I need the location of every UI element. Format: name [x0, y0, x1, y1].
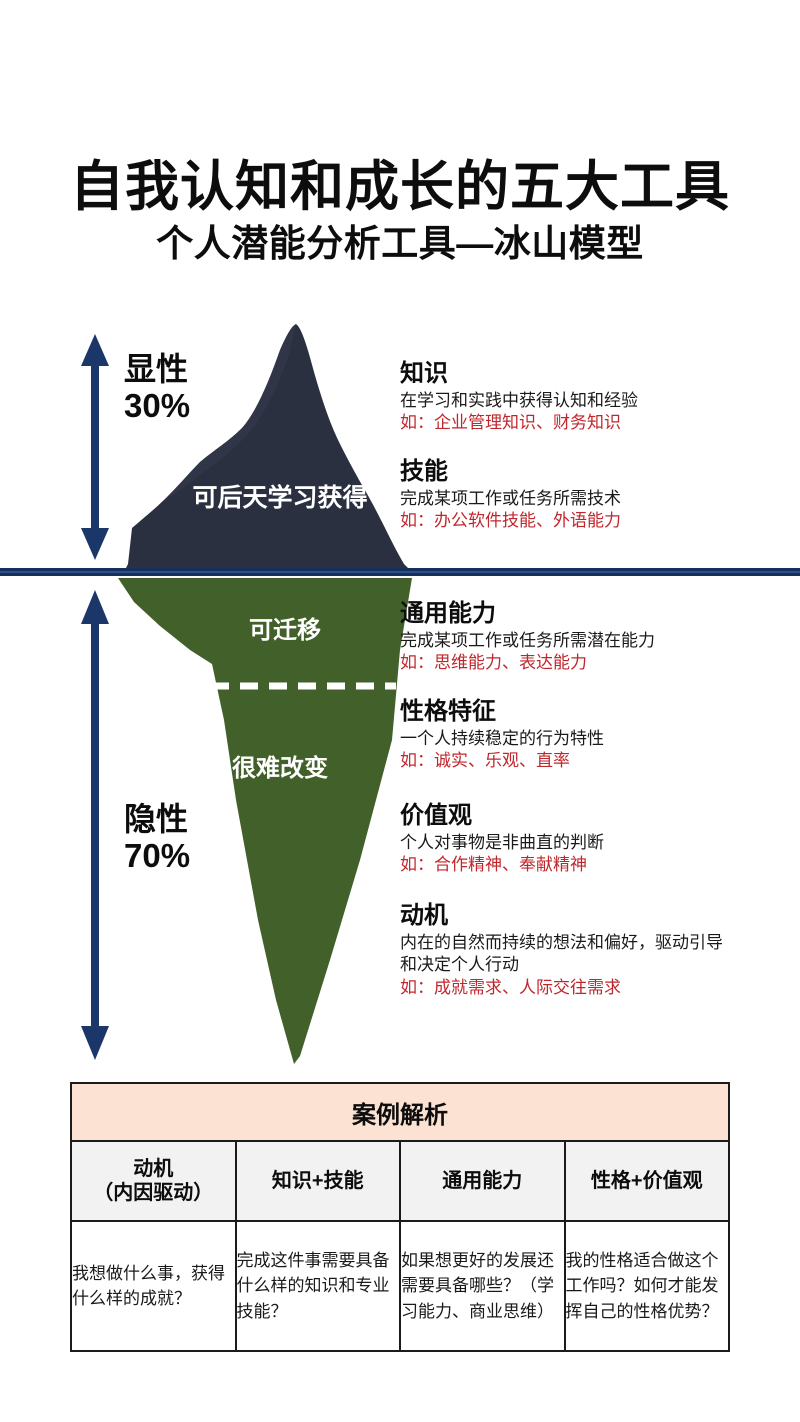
description-title: 价值观: [400, 802, 472, 829]
waterline-highlight: [0, 571, 800, 573]
column-header-line: 通用能力: [442, 1169, 523, 1192]
description-example: 如：办公软件技能、外语能力: [400, 511, 621, 531]
case-cell-character-values: 我的性格适合做这个工作吗？如何才能发挥自己的性格优势？: [563, 1220, 730, 1352]
column-header-knowledge-skill: 知识+技能: [234, 1140, 401, 1222]
explicit-percent-value: 30%: [124, 386, 191, 424]
implicit-range-arrow: [81, 590, 109, 1060]
description-title: 动机: [400, 902, 448, 929]
case-cell-motive: 我想做什么事，获得什么样的成就？: [70, 1220, 237, 1352]
description-motive: 动机 内在的自然而持续的想法和偏好，驱动引导和决定个人行动 如：成就需求、人际交…: [400, 902, 730, 999]
description-general-ability: 通用能力 完成某项工作或任务所需潜在能力 如：思维能力、表达能力: [400, 600, 730, 675]
description-title: 通用能力: [400, 600, 496, 627]
description-body: 个人对事物是非曲直的判断: [400, 833, 604, 853]
description-example: 如：诚实、乐观、直率: [400, 751, 570, 771]
implicit-percentage-label: 隐性 70%: [124, 801, 191, 875]
page-title: 自我认知和成长的五大工具: [70, 157, 730, 217]
description-skill: 技能 完成某项工作或任务所需技术 如：办公软件技能、外语能力: [400, 458, 730, 533]
explicit-percentage-label: 显性 30%: [124, 351, 191, 425]
transferable-caption: 可迁移: [249, 617, 321, 644]
page-subtitle: 个人潜能分析工具—冰山模型: [156, 223, 644, 265]
iceberg-below-water-shape: [118, 578, 412, 1064]
case-cell-knowledge-skill: 完成这件事需要具备什么样的知识和专业技能？: [234, 1220, 401, 1352]
column-header-line: 性格+价值观: [590, 1169, 703, 1192]
table-row: 我想做什么事，获得什么样的成就？ 完成这件事需要具备什么样的知识和专业技能？ 如…: [70, 1220, 730, 1352]
column-header-motive: 动机 （内因驱动）: [70, 1140, 237, 1222]
case-cell-general-ability: 如果想更好的发展还需要具备哪些？（学习能力、商业思维）: [399, 1220, 566, 1352]
description-title: 知识: [400, 360, 448, 387]
implicit-percent-value: 70%: [124, 836, 191, 874]
description-body: 完成某项工作或任务所需潜在能力: [400, 631, 655, 651]
case-analysis-caption: 案例解析: [70, 1082, 730, 1142]
iceberg-graphic: [0, 324, 800, 1064]
description-example: 如：企业管理知识、财务知识: [400, 413, 621, 433]
title-block: 自我认知和成长的五大工具 个人潜能分析工具—冰山模型: [0, 158, 800, 265]
column-header-line: 知识+技能: [271, 1169, 364, 1192]
column-header-general-ability: 通用能力: [399, 1140, 566, 1222]
column-header-character-values: 性格+价值观: [563, 1140, 730, 1222]
description-body: 在学习和实践中获得认知和经验: [400, 391, 638, 411]
table-header-row: 动机 （内因驱动） 知识+技能 通用能力 性格+价值观: [70, 1140, 730, 1222]
description-knowledge: 知识 在学习和实践中获得认知和经验 如：企业管理知识、财务知识: [400, 360, 730, 435]
description-title: 技能: [400, 458, 448, 485]
description-body: 完成某项工作或任务所需技术: [400, 489, 621, 509]
description-example: 如：合作精神、奉献精神: [400, 855, 587, 875]
description-example: 如：成就需求、人际交往需求: [400, 977, 621, 997]
column-header-line: 动机: [133, 1157, 174, 1180]
iceberg-diagram: 显性 30% 隐性 70% 可后天学习获得 可迁移 很难改变 知识 在学习和实践…: [0, 320, 800, 1080]
description-character: 性格特征 一个人持续稳定的行为特性 如：诚实、乐观、直率: [400, 698, 730, 773]
description-body: 内在的自然而持续的想法和偏好，驱动引导和决定个人行动: [400, 933, 723, 975]
iceberg-above-water-shape: [126, 324, 408, 568]
description-body: 一个人持续稳定的行为特性: [400, 729, 604, 749]
case-analysis-table: 案例解析 动机 （内因驱动） 知识+技能 通用能力 性格+价值观 我想做什么事，…: [70, 1082, 730, 1352]
description-example: 如：思维能力、表达能力: [400, 653, 587, 673]
column-header-line: （内因驱动）: [93, 1182, 214, 1204]
implicit-label-text: 隐性: [124, 801, 189, 837]
above-water-caption: 可后天学习获得: [192, 484, 368, 512]
explicit-label-text: 显性: [124, 351, 189, 387]
hard-to-change-caption: 很难改变: [232, 755, 328, 782]
description-title: 性格特征: [400, 698, 496, 725]
table-caption-row: 案例解析: [70, 1082, 730, 1142]
explicit-range-arrow: [81, 334, 109, 560]
description-values: 价值观 个人对事物是非曲直的判断 如：合作精神、奉献精神: [400, 802, 730, 877]
